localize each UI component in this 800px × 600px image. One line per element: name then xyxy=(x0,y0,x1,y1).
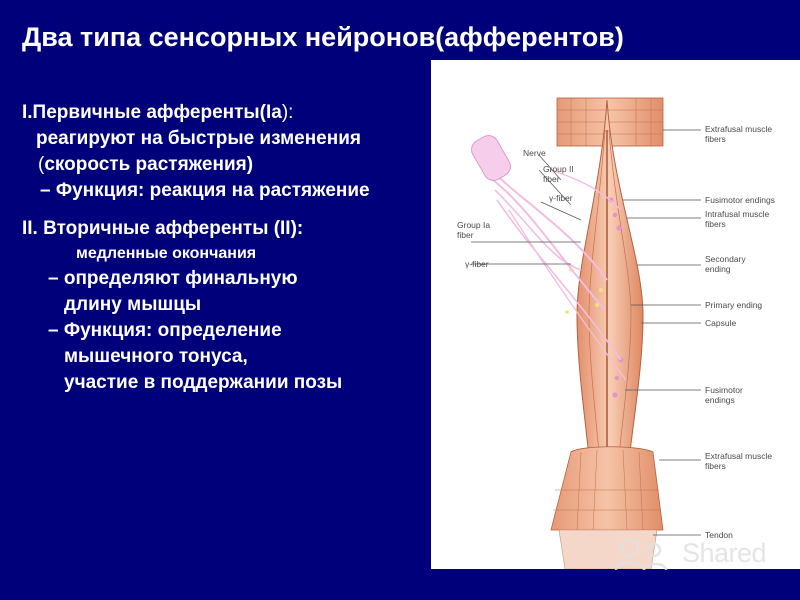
slide-title: Два типа сенсорных нейронов(афферентов) xyxy=(22,22,624,52)
secondary-heading: II. Вторичные афференты (II): xyxy=(22,218,304,239)
secondary-note: медленные окончания xyxy=(76,245,257,262)
watermark-logo-icon xyxy=(614,538,668,571)
label-group1a-a: Group Ia xyxy=(457,220,490,230)
secondary-line-3: – Функция: определение xyxy=(48,320,282,341)
label-group1a-b: fiber xyxy=(457,230,474,240)
label-fusimotor-bot-b: endings xyxy=(705,395,735,405)
label-secondary-a: Secondary xyxy=(705,254,746,264)
label-extrafusal-bot-b: fibers xyxy=(705,461,726,471)
label-fusimotor-top: Fusimotor endings xyxy=(705,195,775,205)
primary-line-2-text: скорость растяжения) xyxy=(44,154,254,175)
secondary-line-5: участие в поддержании позы xyxy=(64,372,343,393)
secondary-line-1: – определяют финальную xyxy=(48,268,298,289)
label-tendon: Tendon xyxy=(705,530,733,540)
label-extrafusal-bot-a: Extrafusal muscle xyxy=(705,451,772,461)
primary-heading-prefix: I.Первичные афференты( xyxy=(22,102,266,123)
nerve-fibers xyxy=(471,135,627,381)
label-gamma-2: γ-fiber xyxy=(465,259,489,269)
label-group2-b: fiber xyxy=(543,174,560,184)
primary-heading: I.Первичные афференты(Ia): xyxy=(22,100,437,126)
label-capsule: Capsule xyxy=(705,318,736,328)
label-extrafusal-top-a: Extrafusal muscle xyxy=(705,124,772,134)
primary-line-3: – Функция: реакция на растяжение xyxy=(40,180,370,201)
primary-heading-ia: Ia xyxy=(265,102,282,123)
watermark-text: Shared xyxy=(682,538,767,568)
primary-line-1: реагируют на быстрые изменения xyxy=(36,128,361,149)
text-block: I.Первичные афференты(Ia): реагируют на … xyxy=(22,100,437,396)
label-intrafusal-b: fibers xyxy=(705,219,726,229)
watermark: Shared xyxy=(612,536,792,576)
label-fusimotor-bot-a: Fusimotor xyxy=(705,385,743,395)
muscle-spindle-figure: Extrafusal muscle fibers Fusimotor endin… xyxy=(431,60,800,569)
label-nerve: Nerve xyxy=(523,148,546,158)
secondary-line-2: длину мышцы xyxy=(64,294,202,315)
secondary-line-4: мышечного тонуса, xyxy=(64,346,248,367)
primary-heading-suffix: ): xyxy=(281,102,294,123)
label-intrafusal-a: Intrafusal muscle xyxy=(705,209,770,219)
muscle-spindle-illustration: Extrafusal muscle fibers Fusimotor endin… xyxy=(457,97,775,569)
label-primary: Primary ending xyxy=(705,300,762,310)
label-group2-a: Group II xyxy=(543,164,574,174)
primary-line-2: (скорость растяжения) xyxy=(22,152,437,178)
label-extrafusal-top-b: fibers xyxy=(705,134,726,144)
label-gamma-1: γ-fiber xyxy=(549,193,573,203)
leader-lines xyxy=(471,129,701,536)
label-secondary-b: ending xyxy=(705,264,731,274)
primary-line-2-paren: ( xyxy=(38,154,45,175)
